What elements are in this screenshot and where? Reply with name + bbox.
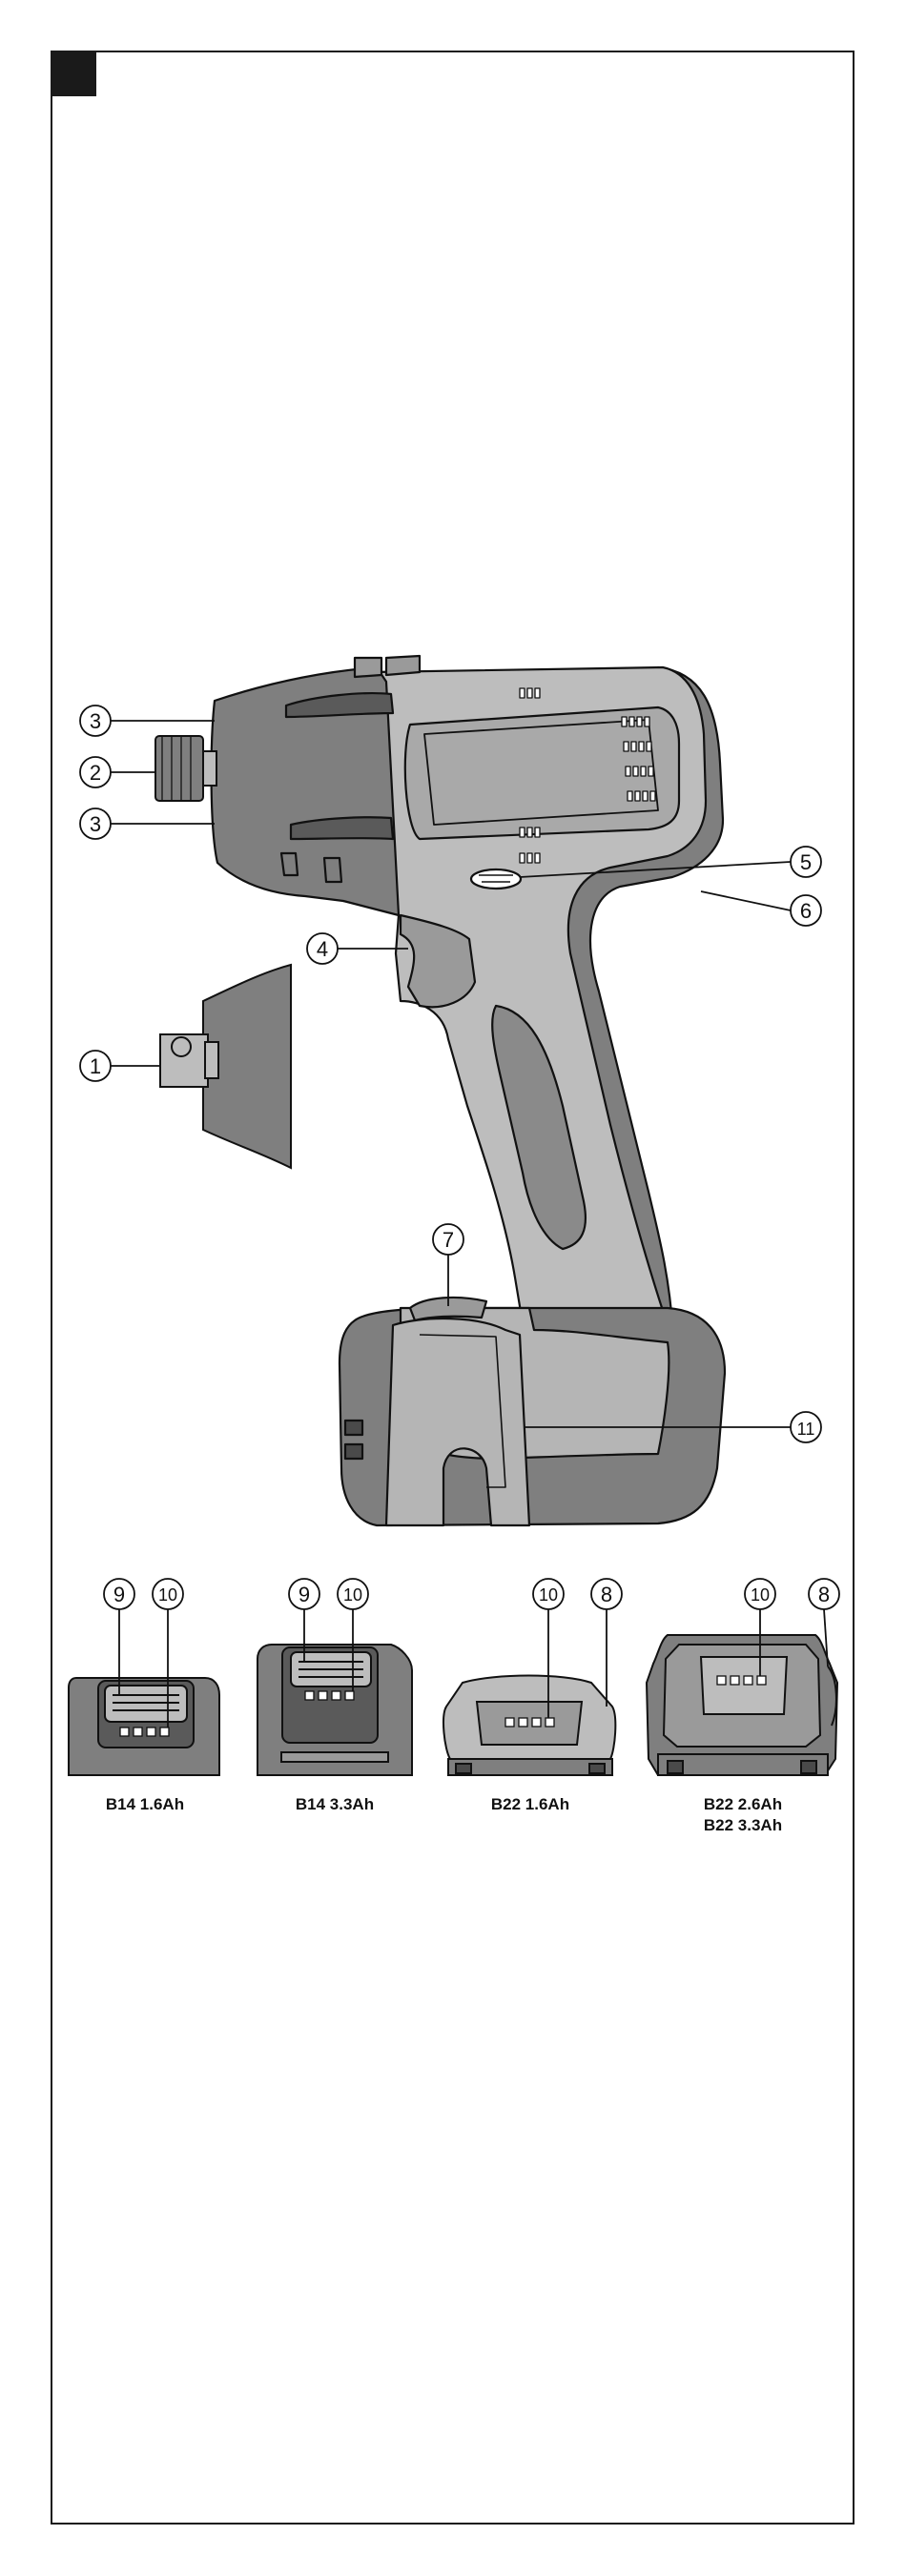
battery-b22-26-33 [647, 1635, 837, 1775]
callout-label-9-b: 9 [299, 1583, 310, 1606]
caption-b22-33: B22 3.3Ah [658, 1815, 828, 1836]
battery-pack [340, 1298, 725, 1525]
callout-label-10-a: 10 [158, 1585, 177, 1605]
callout-label-10-c: 10 [539, 1585, 558, 1605]
callout-label-10-d: 10 [751, 1585, 770, 1605]
caption-b14-33: B14 3.3Ah [257, 1794, 412, 1815]
caption-b22-16: B22 1.6Ah [448, 1794, 612, 1815]
callout-label-3-bottom: 3 [90, 812, 101, 836]
square-drive-detail [160, 965, 291, 1168]
callout-label-8-b: 8 [818, 1583, 830, 1606]
led-light [471, 869, 521, 889]
battery-b14-33 [257, 1645, 412, 1775]
caption-b22-26: B22 2.6Ah [658, 1794, 828, 1815]
callout-label-8-a: 8 [601, 1583, 612, 1606]
socket-holder [155, 736, 216, 801]
callout-numbers-batteries: 9 10 9 10 10 8 10 8 [113, 1583, 830, 1606]
callout-label-2: 2 [90, 761, 101, 785]
callout-label-9-a: 9 [113, 1583, 125, 1606]
caption-b14-16: B14 1.6Ah [69, 1794, 221, 1815]
callout-label-10-b: 10 [343, 1585, 362, 1605]
callout-label-6: 6 [800, 899, 812, 923]
callout-label-7: 7 [443, 1228, 454, 1252]
callout-label-11: 11 [797, 1420, 815, 1439]
callout-label-5: 5 [800, 850, 812, 874]
callout-label-1: 1 [90, 1054, 101, 1078]
callout-label-4: 4 [317, 937, 328, 961]
battery-b22-16 [443, 1676, 615, 1776]
callout-label-3-top: 3 [90, 709, 101, 733]
battery-b14-16 [69, 1678, 219, 1775]
